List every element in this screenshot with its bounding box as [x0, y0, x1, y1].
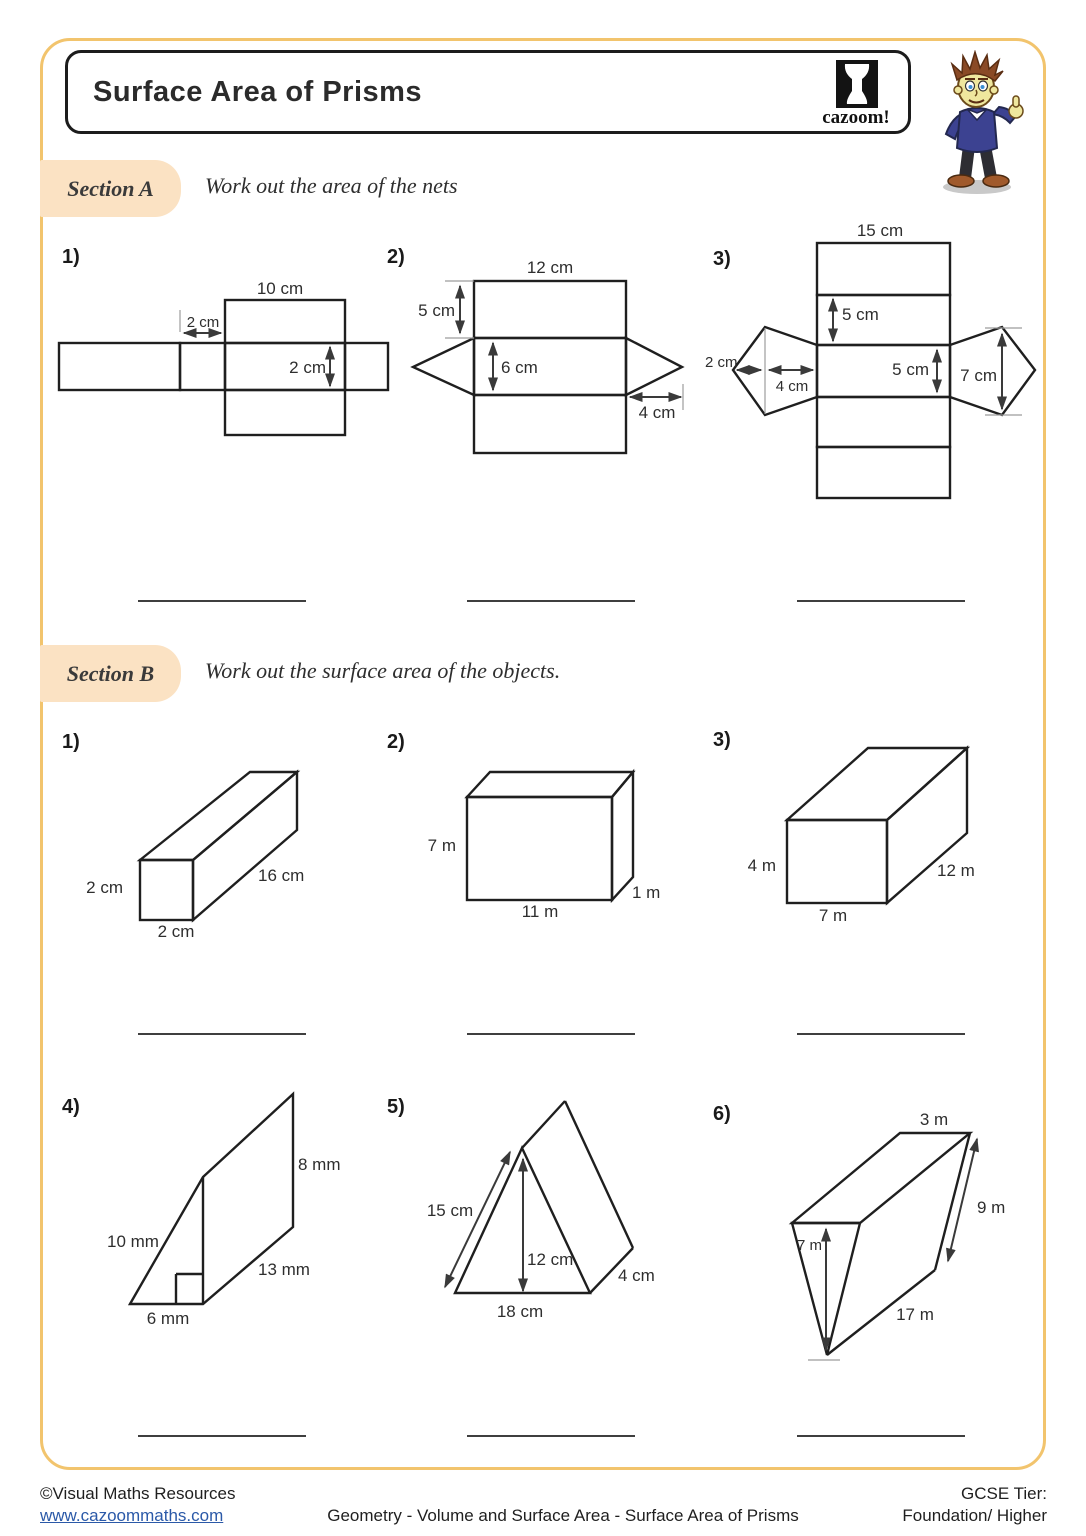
dimension-label: 7 m	[428, 836, 456, 855]
solid-2-diagram: 7 m 11 m 1 m	[428, 768, 660, 921]
footer-tier-value: Foundation/ Higher	[902, 1506, 1047, 1525]
problem-b5-number: 5)	[387, 1096, 405, 1118]
net-2-diagram: 12 cm 5 cm 6 cm 4 cm	[410, 258, 685, 455]
problem-b2-number: 2)	[387, 731, 405, 753]
footer-link[interactable]: www.cazoommaths.com	[40, 1506, 224, 1525]
dimension-label: 13 mm	[258, 1260, 310, 1279]
dimension-label: 18 cm	[497, 1302, 543, 1321]
section-a-label: Section A	[40, 160, 181, 217]
dimension-label: 11 m	[522, 902, 559, 921]
dimension-label: 2 cm	[187, 314, 220, 331]
solid-6-diagram: 3 m 9 m 7 m 17 m	[788, 1110, 1005, 1361]
problem-b1-number: 1)	[62, 731, 80, 753]
problem-b4-number: 4)	[62, 1096, 80, 1118]
dimension-label: 2 cm	[86, 878, 123, 897]
section-b-label: Section B	[40, 645, 181, 702]
dimension-label: 7 cm	[960, 366, 997, 385]
answer-line	[797, 600, 965, 602]
dimension-label: 10 mm	[107, 1232, 159, 1251]
dimension-label: 4 cm	[639, 403, 676, 422]
answer-line	[138, 1033, 306, 1035]
dimension-label: 12 cm	[527, 1250, 573, 1269]
dimension-label: 5 cm	[892, 360, 929, 379]
footer-topic: Geometry - Volume and Surface Area - Sur…	[327, 1506, 799, 1525]
answer-line	[467, 1435, 635, 1437]
dimension-label: 2 cm	[289, 358, 326, 377]
dimension-label: 4 cm	[776, 378, 809, 395]
section-a-instruction: Work out the area of the nets	[205, 173, 458, 198]
answer-line	[138, 600, 306, 602]
title-box: Surface Area of Prisms	[65, 50, 911, 134]
dimension-label: 15 cm	[857, 221, 903, 240]
dimension-label: 1 m	[632, 883, 660, 902]
problem-a2-number: 2)	[387, 246, 405, 268]
section-b-instruction: Work out the surface area of the objects…	[205, 658, 561, 683]
dimension-label: 6 mm	[147, 1309, 190, 1328]
section-a-label-text: Section A	[67, 175, 154, 201]
section-b-label-text: Section B	[66, 660, 155, 686]
dimension-label: 4 m	[748, 856, 776, 875]
answer-line	[138, 1435, 306, 1437]
dimension-label: 4 cm	[618, 1266, 655, 1285]
dimension-label: 2 cm	[158, 922, 195, 941]
dimension-label: 17 m	[896, 1305, 934, 1324]
problem-b6-number: 6)	[713, 1103, 731, 1125]
problem-a1-number: 1)	[62, 246, 80, 268]
answer-line	[467, 600, 635, 602]
answer-line	[467, 1033, 635, 1035]
mascot-illustration	[943, 50, 1024, 194]
dimension-label: 5 cm	[418, 301, 455, 320]
dimension-label: 12 m	[937, 861, 975, 880]
answer-line	[797, 1033, 965, 1035]
dimension-label: 7 m	[819, 906, 847, 925]
solid-1-diagram: 2 cm 2 cm 16 cm	[86, 769, 304, 941]
dimension-label: 6 cm	[501, 358, 538, 377]
dimension-label: 5 cm	[842, 305, 879, 324]
problem-b3-number: 3)	[713, 729, 731, 751]
dimension-label: 15 cm	[427, 1201, 473, 1220]
page-title: Surface Area of Prisms	[93, 75, 423, 108]
dimension-label: 7 m	[797, 1237, 822, 1254]
net-3-diagram: 15 cm 5 cm 5 cm 2 cm 4 cm 7 cm	[705, 221, 1037, 500]
dimension-label: 9 m	[977, 1198, 1005, 1217]
solid-5-diagram: 15 cm 12 cm 18 cm 4 cm	[427, 1100, 655, 1321]
cazoom-logo-icon	[836, 60, 878, 108]
problem-a3-number: 3)	[713, 248, 731, 270]
cazoom-logo-text: cazoom!	[822, 107, 890, 128]
dimension-label: 8 mm	[298, 1155, 341, 1174]
dimension-label: 12 cm	[527, 258, 573, 277]
solid-3-diagram: 4 m 7 m 12 m	[748, 745, 975, 925]
page-border	[40, 38, 1046, 1470]
answer-line	[797, 1435, 965, 1437]
solid-4-diagram: 10 mm 8 mm 13 mm 6 mm	[107, 1091, 341, 1328]
dimension-label: 2 cm	[705, 354, 738, 371]
dimension-label: 3 m	[920, 1110, 948, 1129]
net-1-diagram: 10 cm 2 cm 2 cm	[57, 279, 390, 437]
footer-tier-label: GCSE Tier:	[961, 1484, 1047, 1503]
dimension-label: 10 cm	[257, 279, 303, 298]
dimension-label: 16 cm	[258, 866, 304, 885]
footer-copyright: ©Visual Maths Resources	[40, 1484, 236, 1503]
